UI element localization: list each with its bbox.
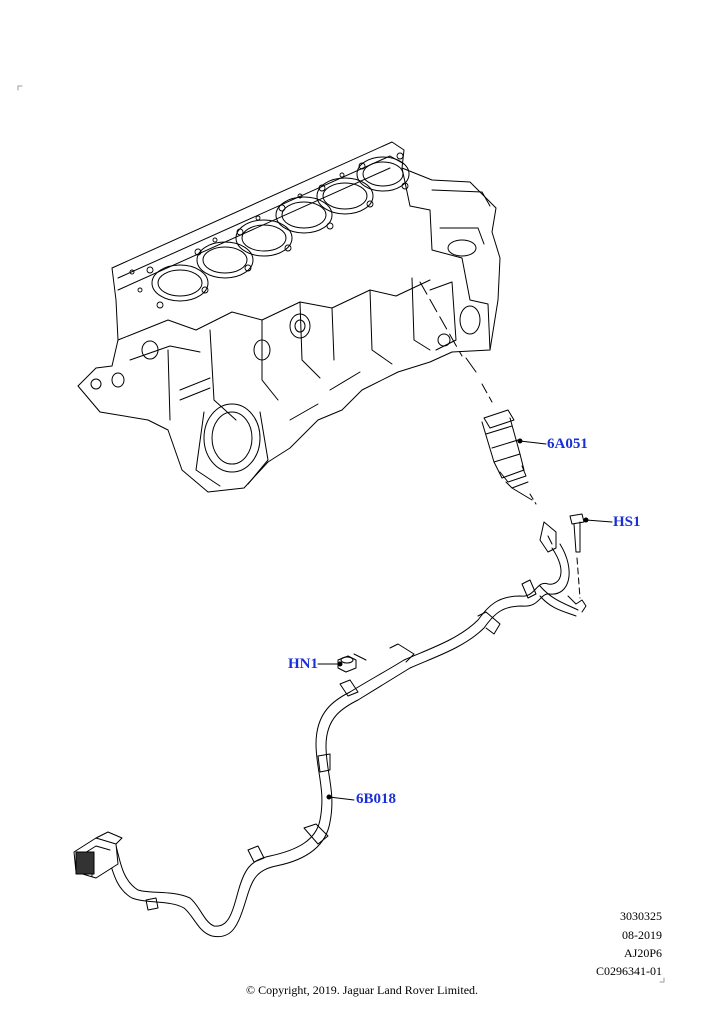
sensor-mount-leader (419, 281, 463, 357)
leader-hs1 (585, 519, 613, 523)
sensor-6a051-illustration (481, 409, 533, 501)
harness-6b018-illustration (73, 521, 587, 938)
diagram-engine-code: AJ20P6 (623, 946, 662, 960)
callout-hs1[interactable]: HS1 (613, 514, 641, 530)
diagram-date: 08-2019 (622, 928, 662, 942)
diagram-ref-number: 3030325 (620, 909, 662, 923)
callout-hn1[interactable]: HN1 (288, 656, 318, 672)
callout-6b018[interactable]: 6B018 (356, 791, 397, 807)
diagram-part-code: C0296341-01 (596, 964, 662, 978)
corner-mark-top-left (17, 85, 23, 91)
corner-mark-bottom-right (659, 977, 665, 983)
copyright-notice: © Copyright, 2019. Jaguar Land Rover Lim… (245, 983, 479, 997)
nut-hn1-illustration (337, 655, 357, 673)
callout-6a051[interactable]: 6A051 (547, 436, 588, 452)
leader-6b018 (328, 796, 355, 801)
engine-block-illustration (77, 141, 501, 493)
leader-6a051 (519, 440, 547, 445)
bolt-hs1-illustration (569, 513, 589, 553)
